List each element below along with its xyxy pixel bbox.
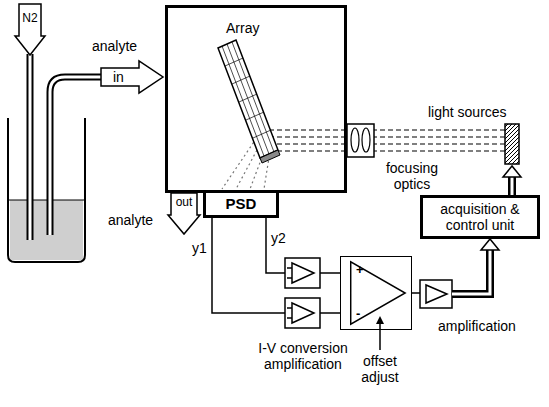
- node-outline: [341, 257, 411, 329]
- node-text: -: [356, 307, 360, 322]
- light-source-label: light sources: [428, 104, 528, 120]
- node-text: PSD: [226, 195, 257, 212]
- node-text: acquisition & control unit: [429, 201, 531, 233]
- gas-inlet-arrow: N2: [15, 4, 45, 56]
- flow-chamber: Array: [165, 5, 347, 193]
- analyte-in-label: analyte: [92, 38, 162, 54]
- inlet-arrow: in: [101, 61, 164, 93]
- optics-label: focusing optics: [376, 160, 448, 192]
- control-unit: acquisition & control unit: [420, 195, 540, 239]
- differential-amplifier: +-: [340, 256, 412, 330]
- sensor-array: [218, 40, 280, 163]
- node-text: Array: [226, 20, 259, 36]
- node-text: +: [356, 263, 364, 278]
- node-text: in: [113, 69, 124, 85]
- psd-detector: PSD: [203, 190, 279, 218]
- signal-name: y1: [192, 240, 210, 256]
- amplifier-label: amplification: [438, 318, 538, 334]
- iv-amplifiers: [285, 258, 320, 328]
- signal-name: y2: [271, 230, 291, 246]
- light-source-array: [505, 124, 519, 164]
- node-outline: [101, 61, 164, 93]
- offset-label: offset adjust: [348, 353, 412, 385]
- output-amplifier: [420, 280, 452, 308]
- light-beams: [262, 130, 505, 151]
- amplifier-label: I-V conversion amplification: [250, 340, 356, 372]
- analyte-out-label: analyte: [108, 212, 164, 228]
- tube: [50, 77, 102, 235]
- outlet-arrow: out: [168, 193, 200, 235]
- focusing-lens: [347, 124, 374, 157]
- node-text: out: [176, 196, 193, 210]
- node-text: N2: [22, 12, 37, 26]
